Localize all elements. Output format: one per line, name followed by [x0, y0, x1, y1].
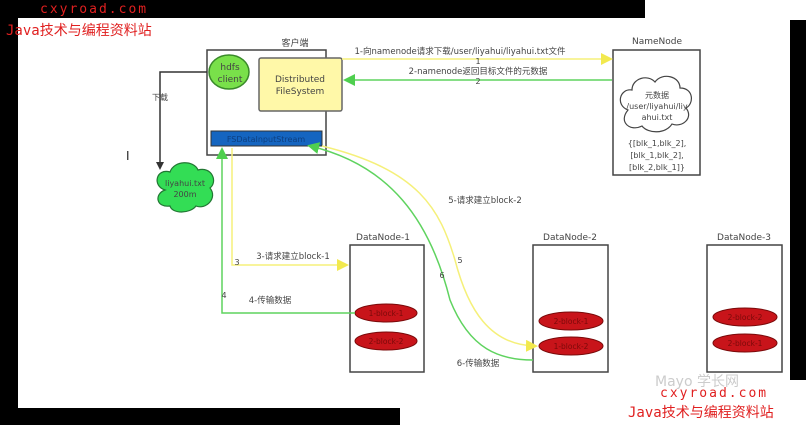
block-ellipse — [712, 307, 778, 327]
arrow-4-num: 4 — [221, 291, 226, 300]
client-title: 客户端 — [281, 37, 308, 49]
blocks-l3: [blk_2,blk_1]} — [629, 163, 685, 172]
hdfs-client-l2: client — [218, 75, 243, 85]
metadata-cloud — [619, 75, 692, 133]
block-ellipse — [712, 333, 778, 353]
canvas-bottom — [400, 380, 806, 425]
arrow-1-num: 1 — [475, 57, 480, 66]
block-ellipse — [354, 331, 418, 351]
arrow-2-label: 2-namenode返回目标文件的元数据 — [409, 66, 548, 77]
arrow-6 — [307, 142, 534, 361]
downloaded-file-cloud — [156, 162, 215, 213]
file-size: 200m — [173, 190, 196, 199]
block-ellipse — [538, 311, 604, 331]
datanode-1: DataNode-1 1-block-1 2-block-2 — [349, 233, 425, 373]
watermark-slogan-top: Java技术与编程资料站 — [6, 23, 152, 39]
stream-label: FSDataInputStream — [227, 135, 306, 144]
fsdatainputstream-box — [210, 130, 323, 147]
arrow-3-label: 3-请求建立block-1 — [256, 251, 330, 262]
block-label: 2-block-1 — [728, 339, 763, 348]
blocks-l1: {[blk_1,blk_2], — [628, 139, 686, 148]
file-name: liyahui.txt — [165, 179, 205, 188]
namenode-title: NameNode — [632, 37, 683, 47]
arrow-6-label: 6-传输数据 — [457, 358, 500, 369]
block-label: 2-block-2 — [369, 337, 404, 346]
download-label: 下载 — [152, 92, 168, 102]
blocks-l2: [blk_1,blk_2], — [630, 151, 683, 160]
datanode-3-title: DataNode-3 — [717, 233, 771, 243]
arrow-4 — [216, 147, 355, 314]
datanode-2-title: DataNode-2 — [543, 233, 597, 243]
hdfs-client-node — [208, 54, 250, 90]
arrow-2-num: 2 — [475, 77, 480, 86]
dfs-l2: FileSystem — [276, 87, 325, 97]
cloud-l2: /user/liyahui/liy — [626, 102, 687, 111]
arrow-5 — [321, 145, 538, 352]
arrow-4-label: 4-传输数据 — [249, 295, 292, 306]
arrow-6-num: 6 — [439, 271, 444, 280]
block-label: 1-block-1 — [369, 309, 404, 318]
datanode-3: DataNode-3 2-block-2 2-block-1 — [706, 233, 783, 373]
faint-watermark: Mayo 学长网 — [655, 374, 739, 390]
datanode-1-title: DataNode-1 — [356, 233, 410, 243]
dfs-box — [258, 57, 343, 112]
arrow-3-num: 3 — [234, 258, 239, 267]
canvas-top — [645, 0, 806, 20]
datanode-2: DataNode-2 2-block-1 1-block-2 — [532, 233, 609, 373]
cloud-l1: 元数据 — [645, 90, 669, 100]
watermark-site-bottom: cxyroad.com — [660, 386, 769, 401]
download-arrow — [159, 71, 207, 164]
watermark-slogan-bottom: Java技术与编程资料站 — [628, 405, 774, 421]
watermark-site-top: cxyroad.com — [40, 2, 149, 17]
block-label: 2-block-2 — [728, 313, 763, 322]
block-label: 2-block-1 — [554, 317, 589, 326]
text-cursor-icon: I — [126, 149, 130, 163]
arrow-3 — [231, 148, 349, 271]
dfs-l1: Distributed — [275, 75, 325, 85]
arrow-5-num: 5 — [457, 256, 462, 265]
block-label: 1-block-2 — [554, 342, 589, 351]
hdfs-client-l1: hdfs — [220, 63, 240, 73]
block-ellipse — [538, 336, 604, 356]
cloud-l3: ahui.txt — [642, 113, 673, 122]
arrow-5-label: 5-请求建立block-2 — [448, 195, 522, 206]
arrow-1-label: 1-向namenode请求下载/user/liyahui/liyahui.txt… — [354, 46, 566, 57]
